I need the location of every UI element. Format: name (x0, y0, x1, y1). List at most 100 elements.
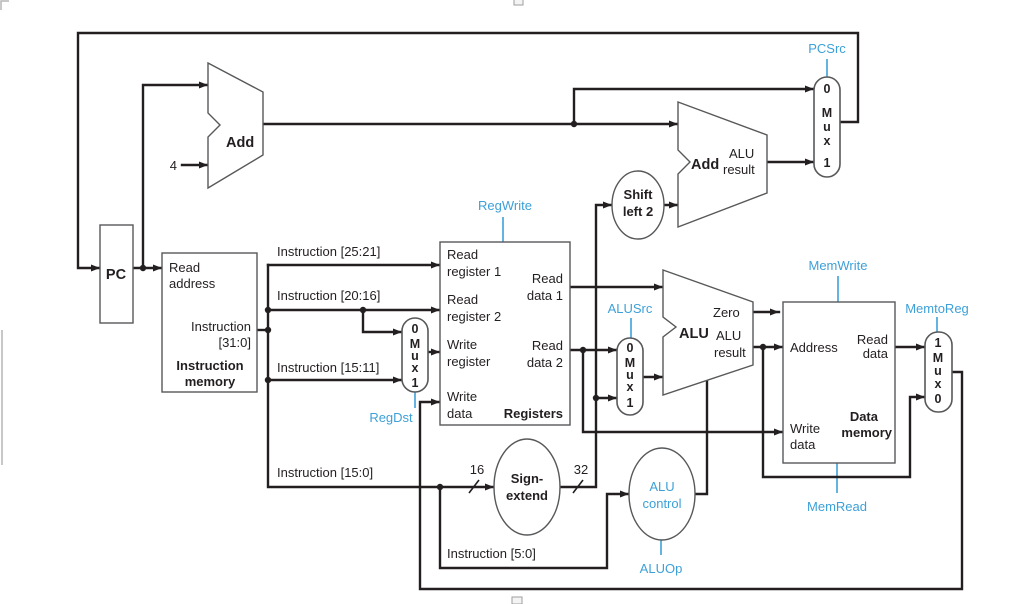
dmem-address-label: Address (790, 340, 838, 355)
shift-left-2-oval (611, 170, 665, 240)
dmem-read-data-line1: Read (857, 332, 888, 347)
mux-letter-u: u (626, 368, 634, 382)
pc-add-unit (207, 61, 264, 190)
reg-read-data1-line1: Read (532, 271, 563, 286)
memread-signal-label: MemRead (807, 499, 867, 514)
imem-out-line1: Instruction (191, 319, 251, 334)
instr-25-21-label: Instruction [25:21] (277, 244, 380, 259)
sign-extend-line1: Sign- (511, 471, 544, 486)
alu-control-oval (628, 447, 696, 541)
alusrc-mux-labels: 0 M u x 1 (625, 341, 635, 410)
imem-title-line2: memory (185, 374, 236, 389)
mux-input-1: 1 (935, 336, 942, 350)
junction-dot (264, 326, 272, 334)
branch-add-label: Add (691, 157, 719, 173)
reg-write-reg-line2: register (447, 354, 491, 369)
alusrc-signal-label: ALUSrc (608, 301, 653, 316)
instr-5-0-label: Instruction [5:0] (447, 546, 536, 561)
dmem-title-line2: memory (841, 425, 892, 440)
mux-input-0: 0 (412, 322, 419, 336)
regdst-mux (401, 317, 429, 393)
alu-zero-label: Zero (713, 305, 740, 320)
alu-label: ALU (679, 326, 709, 342)
constant-four-label: 4 (170, 158, 177, 173)
wire-pc-plus4-to-pcsrc-mux0 (572, 85, 816, 126)
selection-handle-top (513, 0, 524, 6)
alusrc-mux (616, 337, 644, 416)
mux-input-0: 0 (824, 82, 831, 96)
wire-instr-20-16-to-regdst-mux0 (361, 308, 404, 336)
labels: PC Add 4 Add ALU result Shift left 2 Rea… (106, 41, 969, 576)
memtoreg-signal-label: MemtoReg (905, 301, 969, 316)
alu-result-line2: result (714, 345, 746, 360)
pc-register-box (99, 224, 134, 324)
wire-alu-control-to-alu (693, 379, 709, 496)
regwrite-signal-label: RegWrite (478, 198, 532, 213)
sign-extend-oval (493, 438, 561, 536)
memwrite-signal-label: MemWrite (809, 258, 868, 273)
registers-title: Registers (504, 406, 563, 421)
wire-instr-15-0-to-sign-extend (266, 263, 496, 491)
reg-read-reg1-line1: Read (447, 247, 478, 262)
reg-read-data1-line2: data 1 (527, 288, 563, 303)
instr-15-11-label: Instruction [15:11] (277, 360, 379, 375)
reg-read-reg2-line2: register 2 (447, 309, 501, 324)
mux-letter-m: M (410, 337, 420, 351)
alu-unit (662, 269, 754, 396)
sign-extend-line2: extend (506, 488, 548, 503)
reg-write-data-line2: data (447, 406, 473, 421)
mux-letter-u: u (823, 120, 831, 134)
mux-letter-m: M (822, 106, 832, 120)
imem-read-address-line2: address (169, 276, 216, 291)
instr-15-0-label: Instruction [15:0] (277, 465, 373, 480)
pc-add-label: Add (226, 135, 254, 151)
junction-dot (592, 394, 600, 402)
junction-dot (570, 120, 578, 128)
branch-add-unit (677, 100, 768, 229)
regdst-mux-labels: 0 M u x 1 (410, 322, 420, 390)
mux-letter-x: x (935, 377, 942, 391)
mux-letter-m: M (625, 356, 635, 370)
branch-add-result-line1: ALU (729, 146, 754, 161)
bus-width-32-slash (572, 479, 584, 494)
pcsrc-signal-label: PCSrc (808, 41, 846, 56)
branch-add-result-line2: result (723, 162, 755, 177)
mux-letter-m: M (933, 351, 943, 365)
reg-read-reg1-line2: register 1 (447, 264, 501, 279)
junction-dot (759, 343, 767, 351)
mux-input-0: 0 (935, 392, 942, 406)
junction-dots (139, 120, 767, 491)
wire-read-data2-to-memory-write-data (581, 348, 785, 436)
alu-control-line2: control (642, 496, 681, 511)
dmem-title-line1: Data (850, 409, 879, 424)
wire-pc-to-add (141, 81, 210, 270)
alu-result-line1: ALU (716, 328, 741, 343)
page-corner-artifact (0, 0, 9, 10)
shift-left-2-line1: Shift (624, 187, 654, 202)
mux-letter-u: u (411, 349, 419, 363)
data-memory-box (782, 301, 896, 464)
mux-letter-u: u (934, 364, 942, 378)
bus-width-16-label: 16 (470, 462, 484, 477)
dmem-write-data-line2: data (790, 437, 816, 452)
memtoreg-mux (924, 331, 953, 413)
pcsrc-mux (813, 76, 841, 178)
memtoreg-mux-labels: 1 M u x 0 (933, 336, 943, 406)
reg-read-data2-line1: Read (532, 338, 563, 353)
imem-read-address-line1: Read (169, 260, 200, 275)
aluop-signal-label: ALUOp (640, 561, 683, 576)
control-ticks (414, 59, 938, 555)
mux-input-0: 0 (627, 341, 634, 355)
junction-dot (359, 306, 367, 314)
junction-dot (436, 483, 444, 491)
registers-box (439, 241, 571, 426)
mux-letter-x: x (412, 361, 419, 375)
wire-alu-result-to-memtoreg-mux0 (761, 345, 927, 479)
reg-write-data-line1: Write (447, 389, 477, 404)
pcsrc-mux-labels: 0 M u x 1 (822, 82, 832, 170)
regdst-signal-label: RegDst (369, 410, 413, 425)
mux-input-1: 1 (412, 376, 419, 390)
instr-20-16-label: Instruction [20:16] (277, 288, 380, 303)
junction-dot (139, 264, 147, 272)
